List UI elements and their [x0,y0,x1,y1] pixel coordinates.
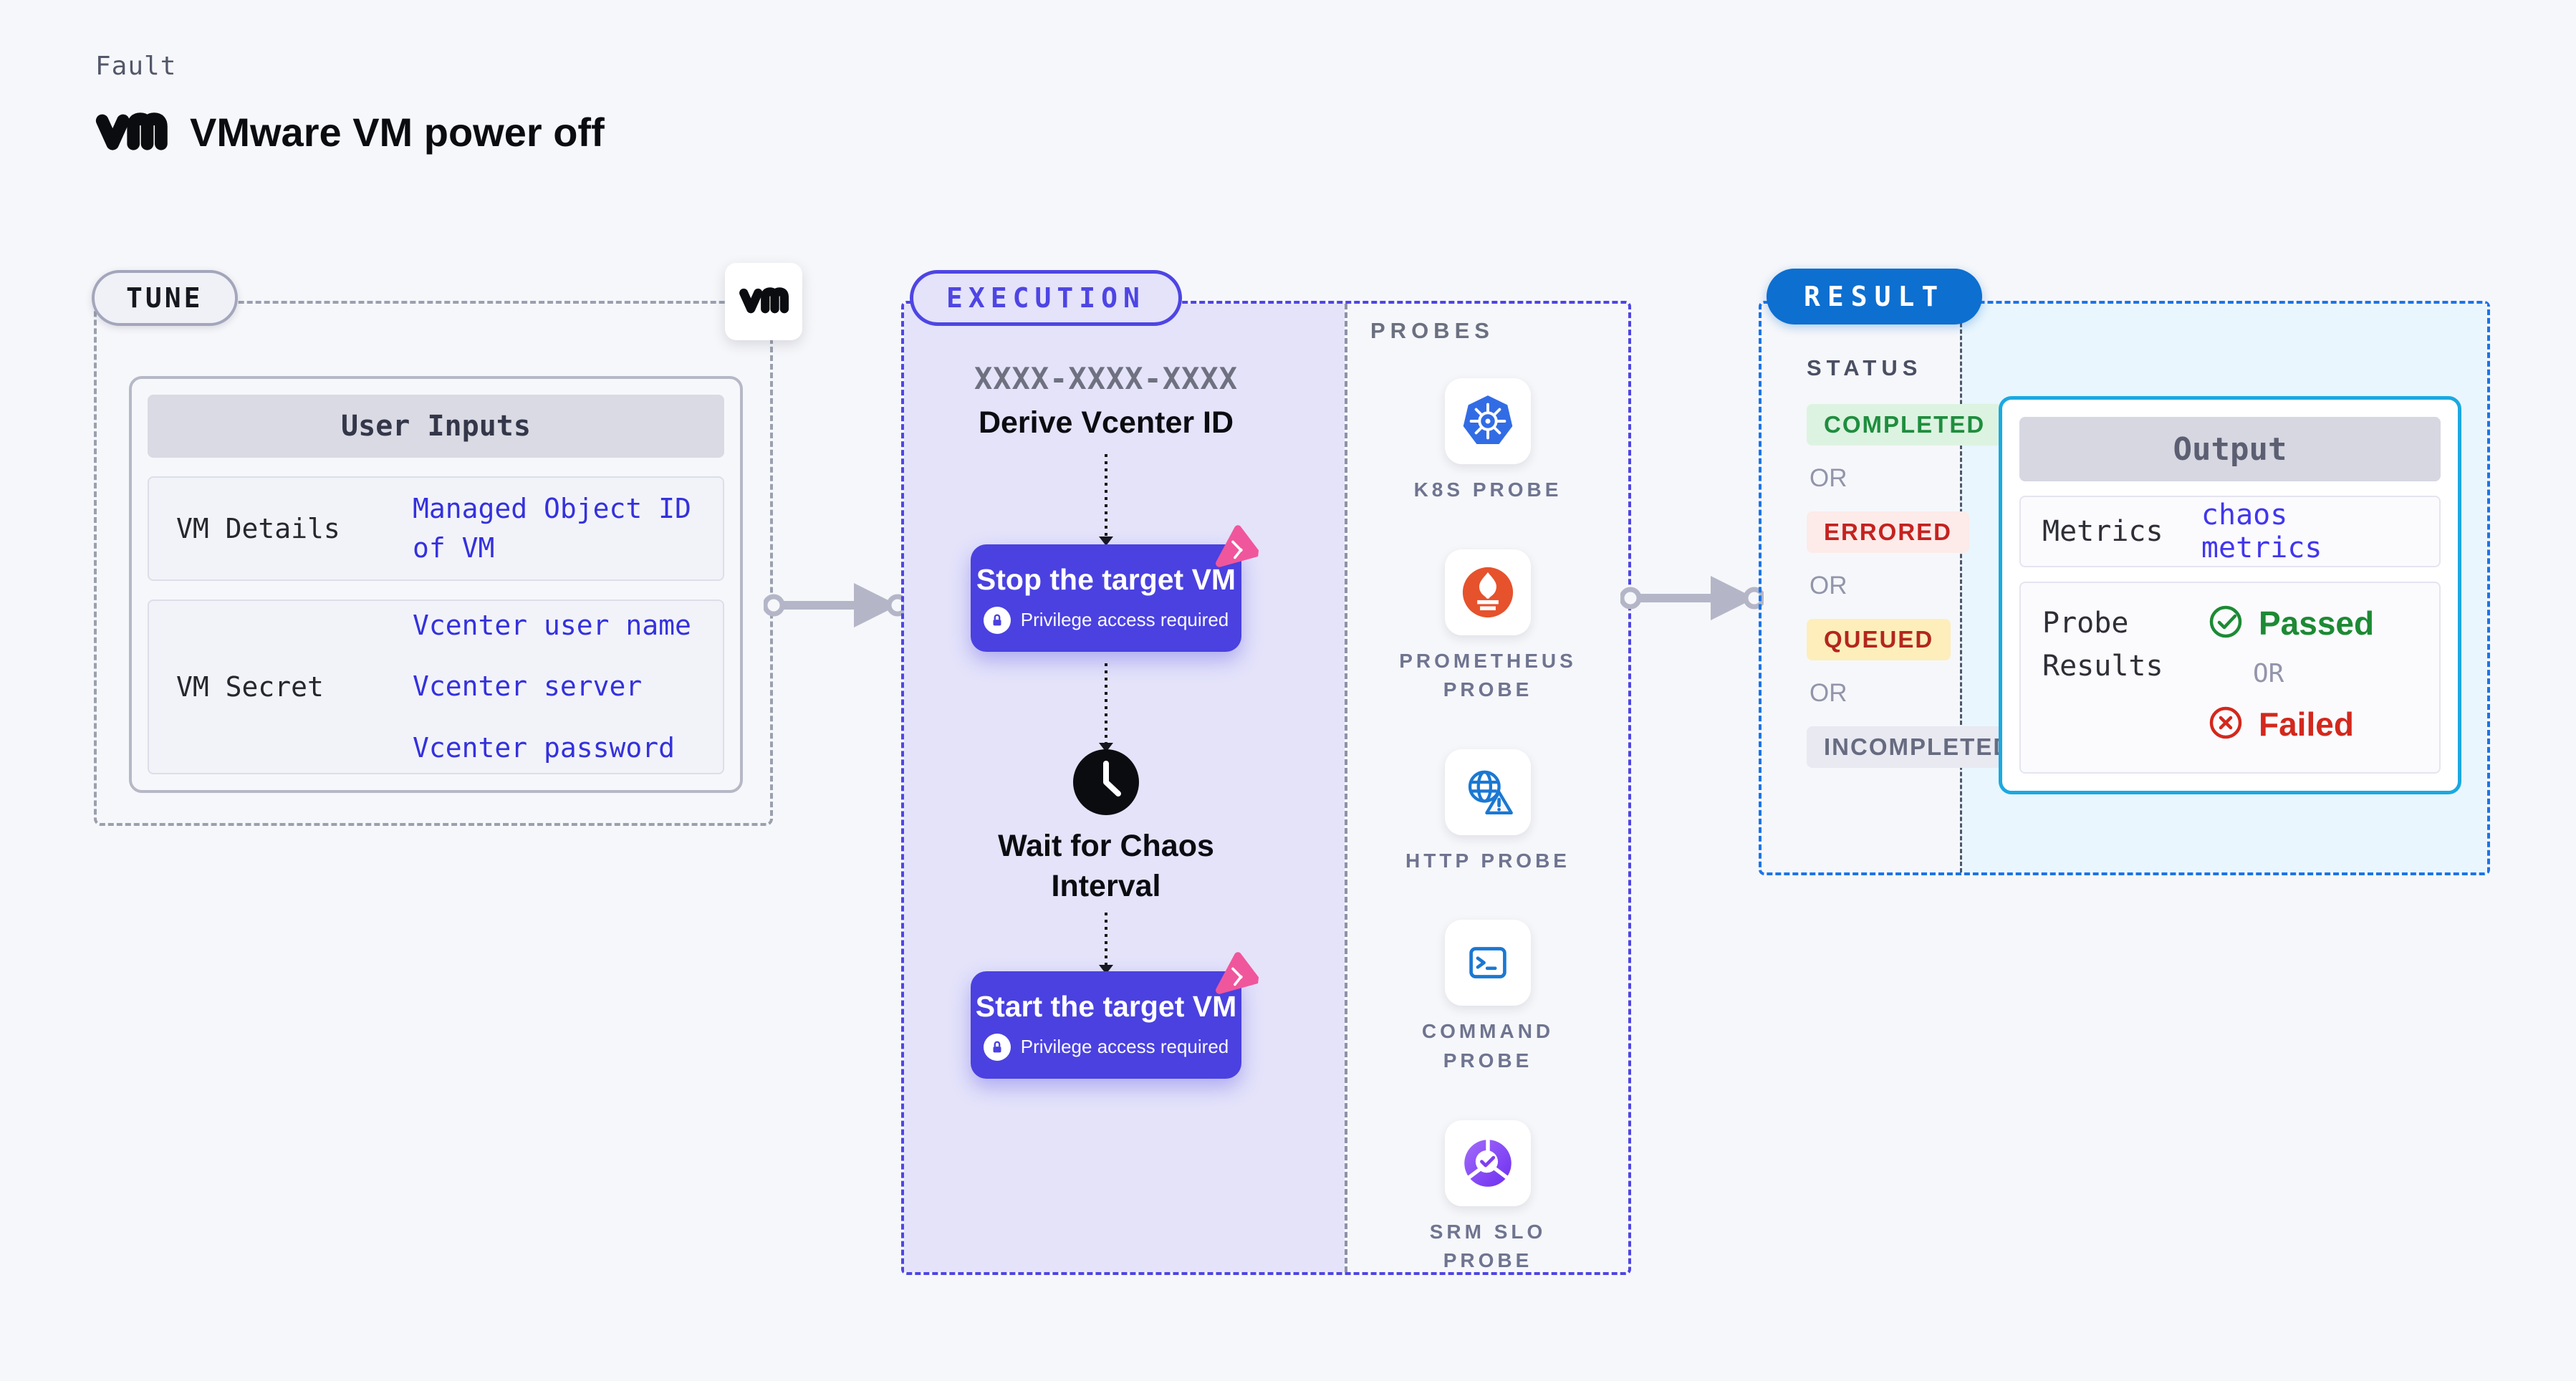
vmware-logo-icon [94,110,168,155]
privilege-badge: Privilege access required [983,606,1229,634]
status-badge-completed: COMPLETED [1807,404,2003,446]
connector-arrow-2 [1105,663,1107,745]
probes-title: PROBES [1370,318,1494,343]
page-title-row: VMware VM power off [94,109,605,155]
lock-icon [983,606,1011,634]
litmus-chaos-icon [1209,522,1261,577]
probe-item-http: HTTP PROBE [1405,749,1570,876]
vm-details-label: VM Details [176,513,340,544]
probe-item-command: COMMAND PROBE [1395,920,1581,1075]
privilege-badge-text: Privilege access required [1020,1036,1229,1057]
metrics-row: Metrics chaos metrics [2019,496,2441,567]
probe-label: K8S PROBE [1413,478,1562,501]
wait-clock-icon [1072,748,1140,817]
privilege-badge: Privilege access required [983,1033,1229,1061]
or-label: OR [2253,659,2284,688]
probe-label: SRM SLO PROBE [1429,1220,1547,1272]
metrics-label: Metrics [2042,515,2163,548]
probe-result-passed: Passed [2207,603,2374,643]
kubernetes-icon [1444,378,1531,464]
start-target-vm-label: Start the target VM [975,989,1237,1023]
tune-pill: TUNE [92,270,238,326]
passed-label: Passed [2259,605,2375,642]
vm-secret-value-password: Vcenter password [413,731,676,764]
probe-item-prometheus: PROMETHEUS PROBE [1395,549,1581,705]
vm-secret-value-server: Vcenter server [413,670,643,703]
tune-section-box [94,301,773,826]
execution-pill: EXECUTION [910,270,1182,326]
stop-target-vm-label: Stop the target VM [976,562,1236,596]
derive-vcenter-code: XXXX-XXXX-XXXX [974,361,1238,396]
execution-to-result-arrow [1620,576,1764,620]
privilege-badge-text: Privilege access required [1020,609,1229,630]
result-status-divider [1960,304,1962,872]
derive-vcenter-label: Derive Vcenter ID [978,405,1234,440]
probe-label: PROMETHEUS PROBE [1399,649,1577,701]
start-target-vm-node: Start the target VM Privilege access req… [971,952,1260,1079]
vm-details-row: VM Details Managed Object ID of VM [148,476,724,581]
metrics-value: chaos metrics [2201,499,2322,564]
tune-to-execution-arrow [764,583,907,627]
wait-for-chaos-label: Wait for Chaos Interval [998,829,1214,903]
probe-item-k8s: K8S PROBE [1414,378,1562,505]
failed-x-icon [2207,704,2244,744]
or-label: OR [1810,679,1847,707]
vmware-target-card [725,263,802,340]
status-title: STATUS [1807,355,1923,380]
user-inputs-title: User Inputs [148,395,724,458]
vm-secret-row: VM Secret Vcenter user name Vcenter serv… [148,600,724,774]
vm-details-value: Managed Object ID of VM [413,492,691,564]
or-label: OR [1810,464,1847,492]
lock-icon [983,1033,1011,1061]
vm-secret-value-username: Vcenter user name [413,610,691,642]
vmware-logo-icon [738,286,789,317]
vm-secret-label: VM Secret [176,671,324,703]
srm-slo-icon [1445,1120,1531,1206]
litmus-chaos-icon [1209,949,1261,1004]
user-inputs-card: User Inputs VM Details Managed Object ID… [129,376,743,793]
failed-label: Failed [2259,706,2354,743]
or-label: OR [1810,572,1847,600]
probe-result-failed: Failed [2207,704,2374,744]
status-column: STATUS COMPLETED OR ERRORED OR QUEUED OR… [1807,355,2029,768]
fault-kicker: Fault [95,52,177,81]
status-badge-incompleted: INCOMPLETED [1807,726,2029,768]
command-terminal-icon [1445,920,1531,1006]
output-card: Output Metrics chaos metrics Probe Resul… [1999,396,2461,794]
http-globe-warning-icon [1444,749,1531,835]
page-title: VMware VM power off [190,110,605,155]
stop-target-vm-node: Stop the target VM Privilege access requ… [971,525,1260,652]
probe-label: HTTP PROBE [1405,849,1570,872]
probe-results-label: Probe Results [2042,607,2163,683]
result-pill: RESULT [1767,269,1983,324]
connector-arrow-3 [1105,913,1107,967]
probe-item-srm-slo: SRM SLO PROBE [1395,1120,1581,1276]
prometheus-icon [1445,549,1531,635]
execution-flow: XXXX-XXXX-XXXX Derive Vcenter ID Stop th… [901,301,1347,1275]
status-badge-queued: QUEUED [1807,619,1951,660]
probes-panel: PROBES K8S PRO [1345,301,1631,1275]
probe-label: COMMAND PROBE [1421,1020,1554,1072]
status-badge-errored: ERRORED [1807,511,1970,553]
passed-check-icon [2207,603,2244,643]
output-title: Output [2019,417,2441,481]
execution-probes-divider [1345,304,1347,1272]
probe-results-row: Probe Results Passed OR [2019,582,2441,774]
connector-arrow-1 [1105,454,1107,539]
